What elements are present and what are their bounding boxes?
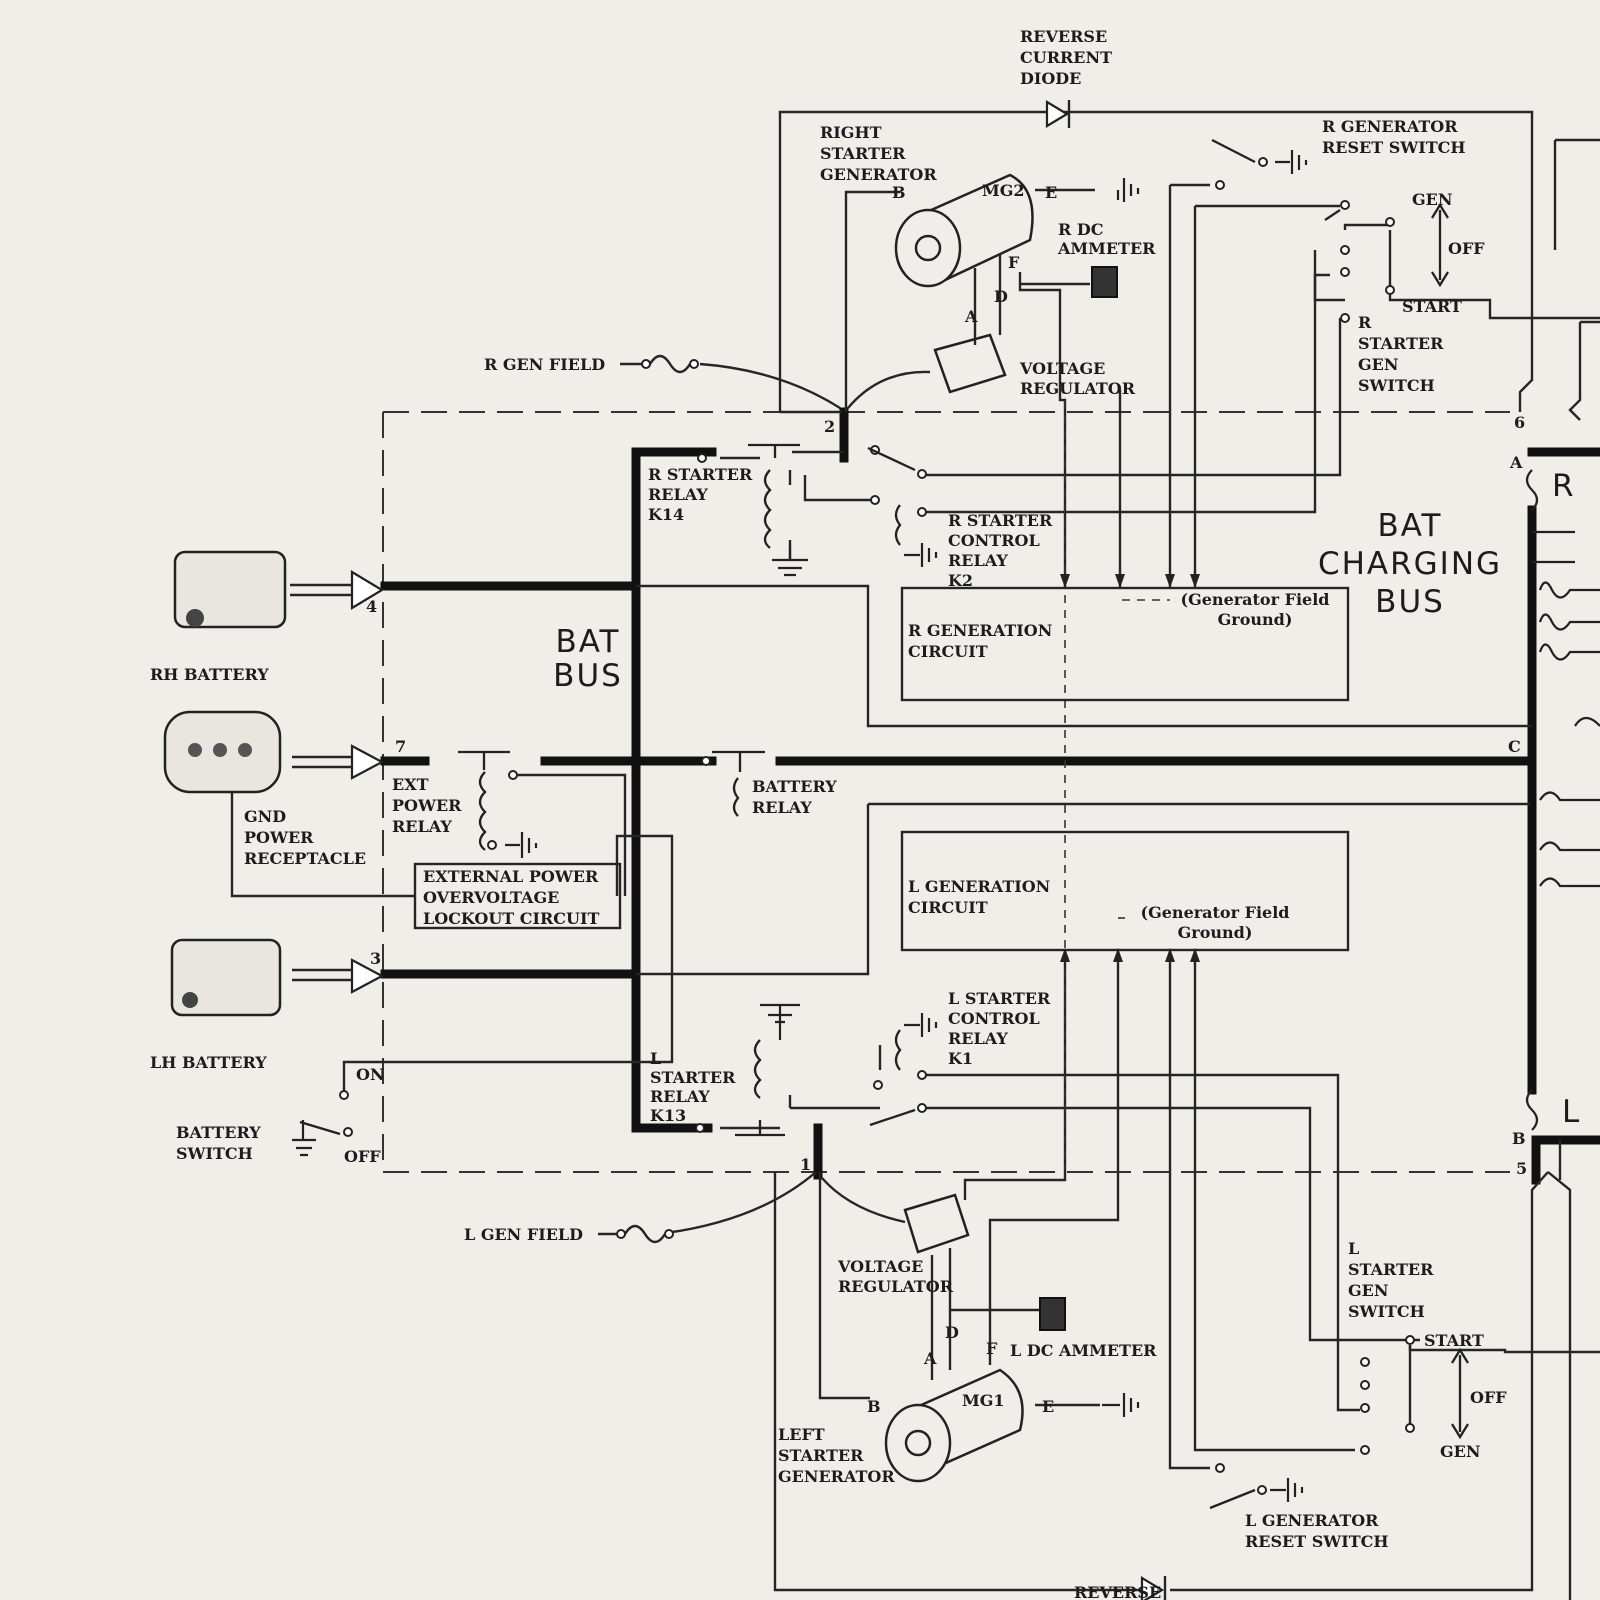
- svg-text:D: D: [945, 1323, 959, 1342]
- bus-branches: [1525, 469, 1600, 1131]
- bat-bus: [380, 447, 1535, 1133]
- switch-blades: [299, 138, 1469, 1510]
- off-top-label: OFF: [1448, 239, 1485, 258]
- lh-battery-label: LH BATTERY: [150, 1053, 267, 1072]
- gen-bottom-label: GEN: [1440, 1442, 1480, 1461]
- svg-text:F: F: [1008, 253, 1020, 272]
- relay-coils: [478, 469, 902, 1099]
- voltage-regulator-top-icon: [933, 333, 1007, 394]
- rh-battery-icon: [173, 550, 385, 629]
- r-gen-field-label: R GEN FIELD: [484, 355, 605, 374]
- contact-points: [339, 157, 1415, 1495]
- svg-text:1: 1: [800, 1155, 811, 1174]
- svg-text:F: F: [986, 1339, 998, 1358]
- svg-text:B: B: [892, 183, 906, 202]
- ext-power-lockout-box: [413, 862, 622, 930]
- fuses: [598, 354, 699, 1244]
- bus-r-label: R: [1552, 468, 1576, 504]
- svg-text:B: B: [1512, 1129, 1526, 1148]
- svg-text:4: 4: [366, 597, 377, 616]
- svg-text:3: 3: [370, 949, 381, 968]
- svg-text:2: 2: [824, 417, 835, 436]
- off-battery-label: OFF: [344, 1147, 381, 1166]
- svg-text:A: A: [923, 1349, 937, 1368]
- mg1-generator-icon: [884, 1368, 1024, 1483]
- svg-text:D: D: [994, 287, 1008, 306]
- l-dc-ammeter-label: L DC AMMETER: [1010, 1341, 1157, 1360]
- gnd-power-receptacle-icon: [163, 710, 385, 794]
- regulator-links-top: [973, 255, 1002, 345]
- field-arrows: [1060, 574, 1200, 962]
- svg-text:5: 5: [1516, 1159, 1527, 1178]
- off-bottom-label: OFF: [1470, 1388, 1507, 1407]
- svg-text:6: 6: [1514, 413, 1525, 432]
- voltage-regulator-bottom-icon: [903, 1193, 970, 1254]
- gen-top-label: GEN: [1412, 190, 1452, 209]
- junction-box-boundary: [382, 411, 1510, 1173]
- svg-text:B: B: [867, 1397, 881, 1416]
- lh-battery-icon: [170, 938, 385, 1017]
- r-generation-circuit-box: [900, 586, 1350, 702]
- start-bottom-label: START: [1424, 1331, 1484, 1350]
- bus-l-label: L: [1562, 1094, 1581, 1130]
- terminal-labels: B E F A D B E F A D 1 2 3 4 5 6 7 A B C …: [366, 183, 1527, 1416]
- svg-text:E: E: [1042, 1397, 1054, 1416]
- l-generation-circuit-box: [900, 830, 1350, 952]
- l-gen-field-label: L GEN FIELD: [464, 1225, 583, 1244]
- reverse-current-diode-top-icon: [1045, 100, 1071, 128]
- on-label: ON: [356, 1065, 385, 1084]
- reverse-current-diode-bottom-icon: [1140, 1576, 1167, 1600]
- rh-battery-label: RH BATTERY: [150, 665, 269, 684]
- l-dc-ammeter-icon: [1039, 1297, 1066, 1331]
- svg-text:A: A: [1509, 453, 1523, 472]
- svg-text:A: A: [964, 307, 978, 326]
- bat-charging-bus: [1527, 447, 1600, 1185]
- start-top-label: START: [1402, 297, 1462, 316]
- regulator-links-bottom: [930, 1248, 952, 1380]
- ground-symbols: [292, 150, 1308, 1502]
- mg2-generator-icon: [894, 173, 1034, 288]
- svg-text:7: 7: [395, 737, 406, 756]
- r-dc-ammeter-icon: [1091, 266, 1118, 298]
- svg-text:C: C: [1508, 737, 1521, 756]
- right-side-wiring: [636, 110, 1600, 976]
- gen-field-ground-top: [1064, 400, 1170, 1170]
- left-side-wiring: [230, 773, 1600, 1600]
- svg-text:E: E: [1045, 183, 1057, 202]
- mg1-label: MG1: [962, 1391, 1005, 1410]
- reverse-bottom-label: REVERSE: [1074, 1583, 1161, 1600]
- mg2-label: MG2: [982, 181, 1025, 200]
